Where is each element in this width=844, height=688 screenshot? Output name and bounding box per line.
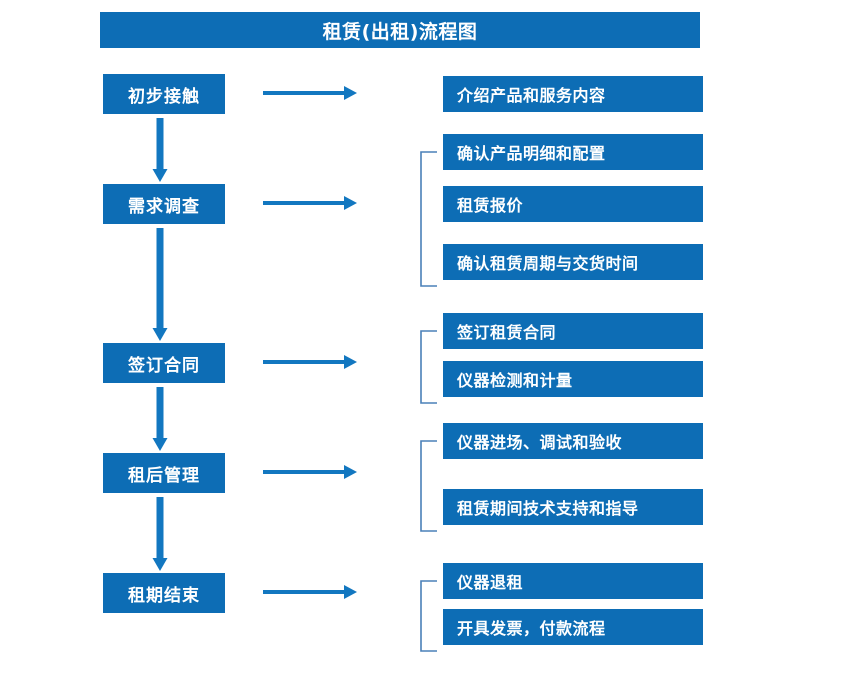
h-arrow-3-shaft	[263, 360, 344, 364]
bracket-5	[420, 580, 437, 652]
v-arrow-4	[152, 497, 168, 571]
bracket-2	[420, 151, 437, 287]
v-arrow-4-head	[152, 558, 168, 571]
h-arrow-3-head	[344, 355, 357, 369]
h-arrow-4	[263, 465, 357, 479]
stage-box-3[interactable]: 签订合同	[103, 343, 225, 383]
detail-box-5-1[interactable]: 仪器退租	[443, 563, 703, 599]
h-arrow-1-head	[344, 86, 357, 100]
detail-box-2-3[interactable]: 确认租赁周期与交货时间	[443, 244, 703, 280]
h-arrow-2	[263, 196, 357, 210]
detail-box-2-1[interactable]: 确认产品明细和配置	[443, 134, 703, 170]
stage-box-4[interactable]: 租后管理	[103, 453, 225, 493]
v-arrow-2-shaft	[156, 228, 164, 328]
bracket-3	[420, 330, 437, 404]
detail-box-2-2[interactable]: 租赁报价	[443, 186, 703, 222]
stage-box-1[interactable]: 初步接触	[103, 74, 225, 114]
v-arrow-3	[152, 387, 168, 451]
detail-box-3-1[interactable]: 签订租赁合同	[443, 313, 703, 349]
v-arrow-3-head	[152, 438, 168, 451]
h-arrow-5	[263, 585, 357, 599]
h-arrow-4-head	[344, 465, 357, 479]
stage-box-2[interactable]: 需求调查	[103, 184, 225, 224]
detail-box-1-1[interactable]: 介绍产品和服务内容	[443, 76, 703, 112]
v-arrow-1-shaft	[156, 118, 164, 169]
v-arrow-1-head	[152, 169, 168, 182]
h-arrow-5-head	[344, 585, 357, 599]
stage-box-5[interactable]: 租期结束	[103, 573, 225, 613]
detail-box-4-2[interactable]: 租赁期间技术支持和指导	[443, 489, 703, 525]
v-arrow-2	[152, 228, 168, 341]
detail-box-5-2[interactable]: 开具发票，付款流程	[443, 609, 703, 645]
h-arrow-3	[263, 355, 357, 369]
h-arrow-4-shaft	[263, 470, 344, 474]
bracket-4	[420, 440, 437, 532]
page-title: 租赁(出租)流程图	[100, 12, 700, 48]
v-arrow-2-head	[152, 328, 168, 341]
h-arrow-5-shaft	[263, 590, 344, 594]
v-arrow-1	[152, 118, 168, 182]
detail-box-3-2[interactable]: 仪器检测和计量	[443, 361, 703, 397]
v-arrow-4-shaft	[156, 497, 164, 558]
h-arrow-1	[263, 86, 357, 100]
v-arrow-3-shaft	[156, 387, 164, 438]
h-arrow-2-head	[344, 196, 357, 210]
h-arrow-2-shaft	[263, 201, 344, 205]
h-arrow-1-shaft	[263, 91, 344, 95]
detail-box-4-1[interactable]: 仪器进场、调试和验收	[443, 423, 703, 459]
